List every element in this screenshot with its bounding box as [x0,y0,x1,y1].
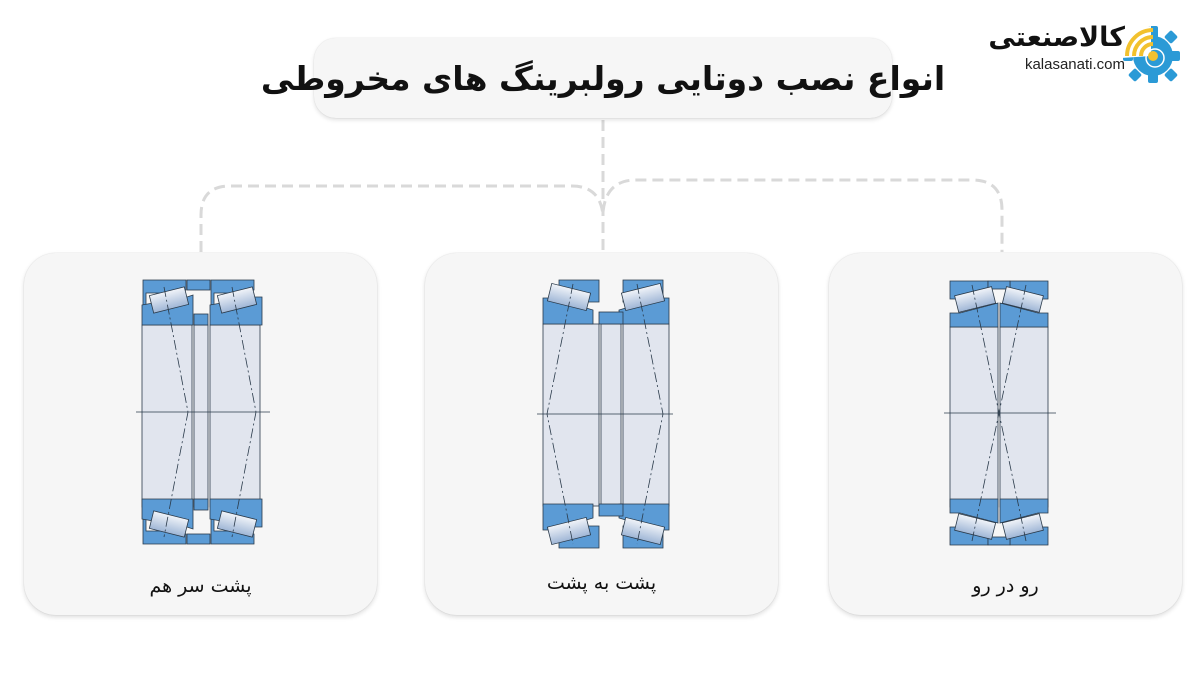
title-box: انواع نصب دوتایی رولبرینگ های مخروطی [261,38,945,118]
arrangement-card-back-to-back: پشت به پشت [425,253,778,615]
page-title: انواع نصب دوتایی رولبرینگ های مخروطی [260,58,946,98]
gear-wifi-icon [1120,26,1180,83]
tandem-bearing-diagram [136,279,270,545]
arrangement-card-face-to-face: رو در رو [829,253,1182,615]
logo[interactable]: کالاصنعتی kalasanati.com [988,20,1187,85]
logo-domain: kalasanati.com [1024,56,1125,73]
arrangement-label: رو در رو [972,575,1039,597]
arrangement-card-tandem: پشت سر هم [24,253,377,615]
back-to-back-bearing-diagram [537,279,673,549]
face-to-face-bearing-diagram [944,280,1056,546]
arrangement-label: پشت سر هم [149,575,252,597]
logo-text-fa: کالاصنعتی [988,22,1126,53]
arrangement-label: پشت به پشت [546,572,657,594]
